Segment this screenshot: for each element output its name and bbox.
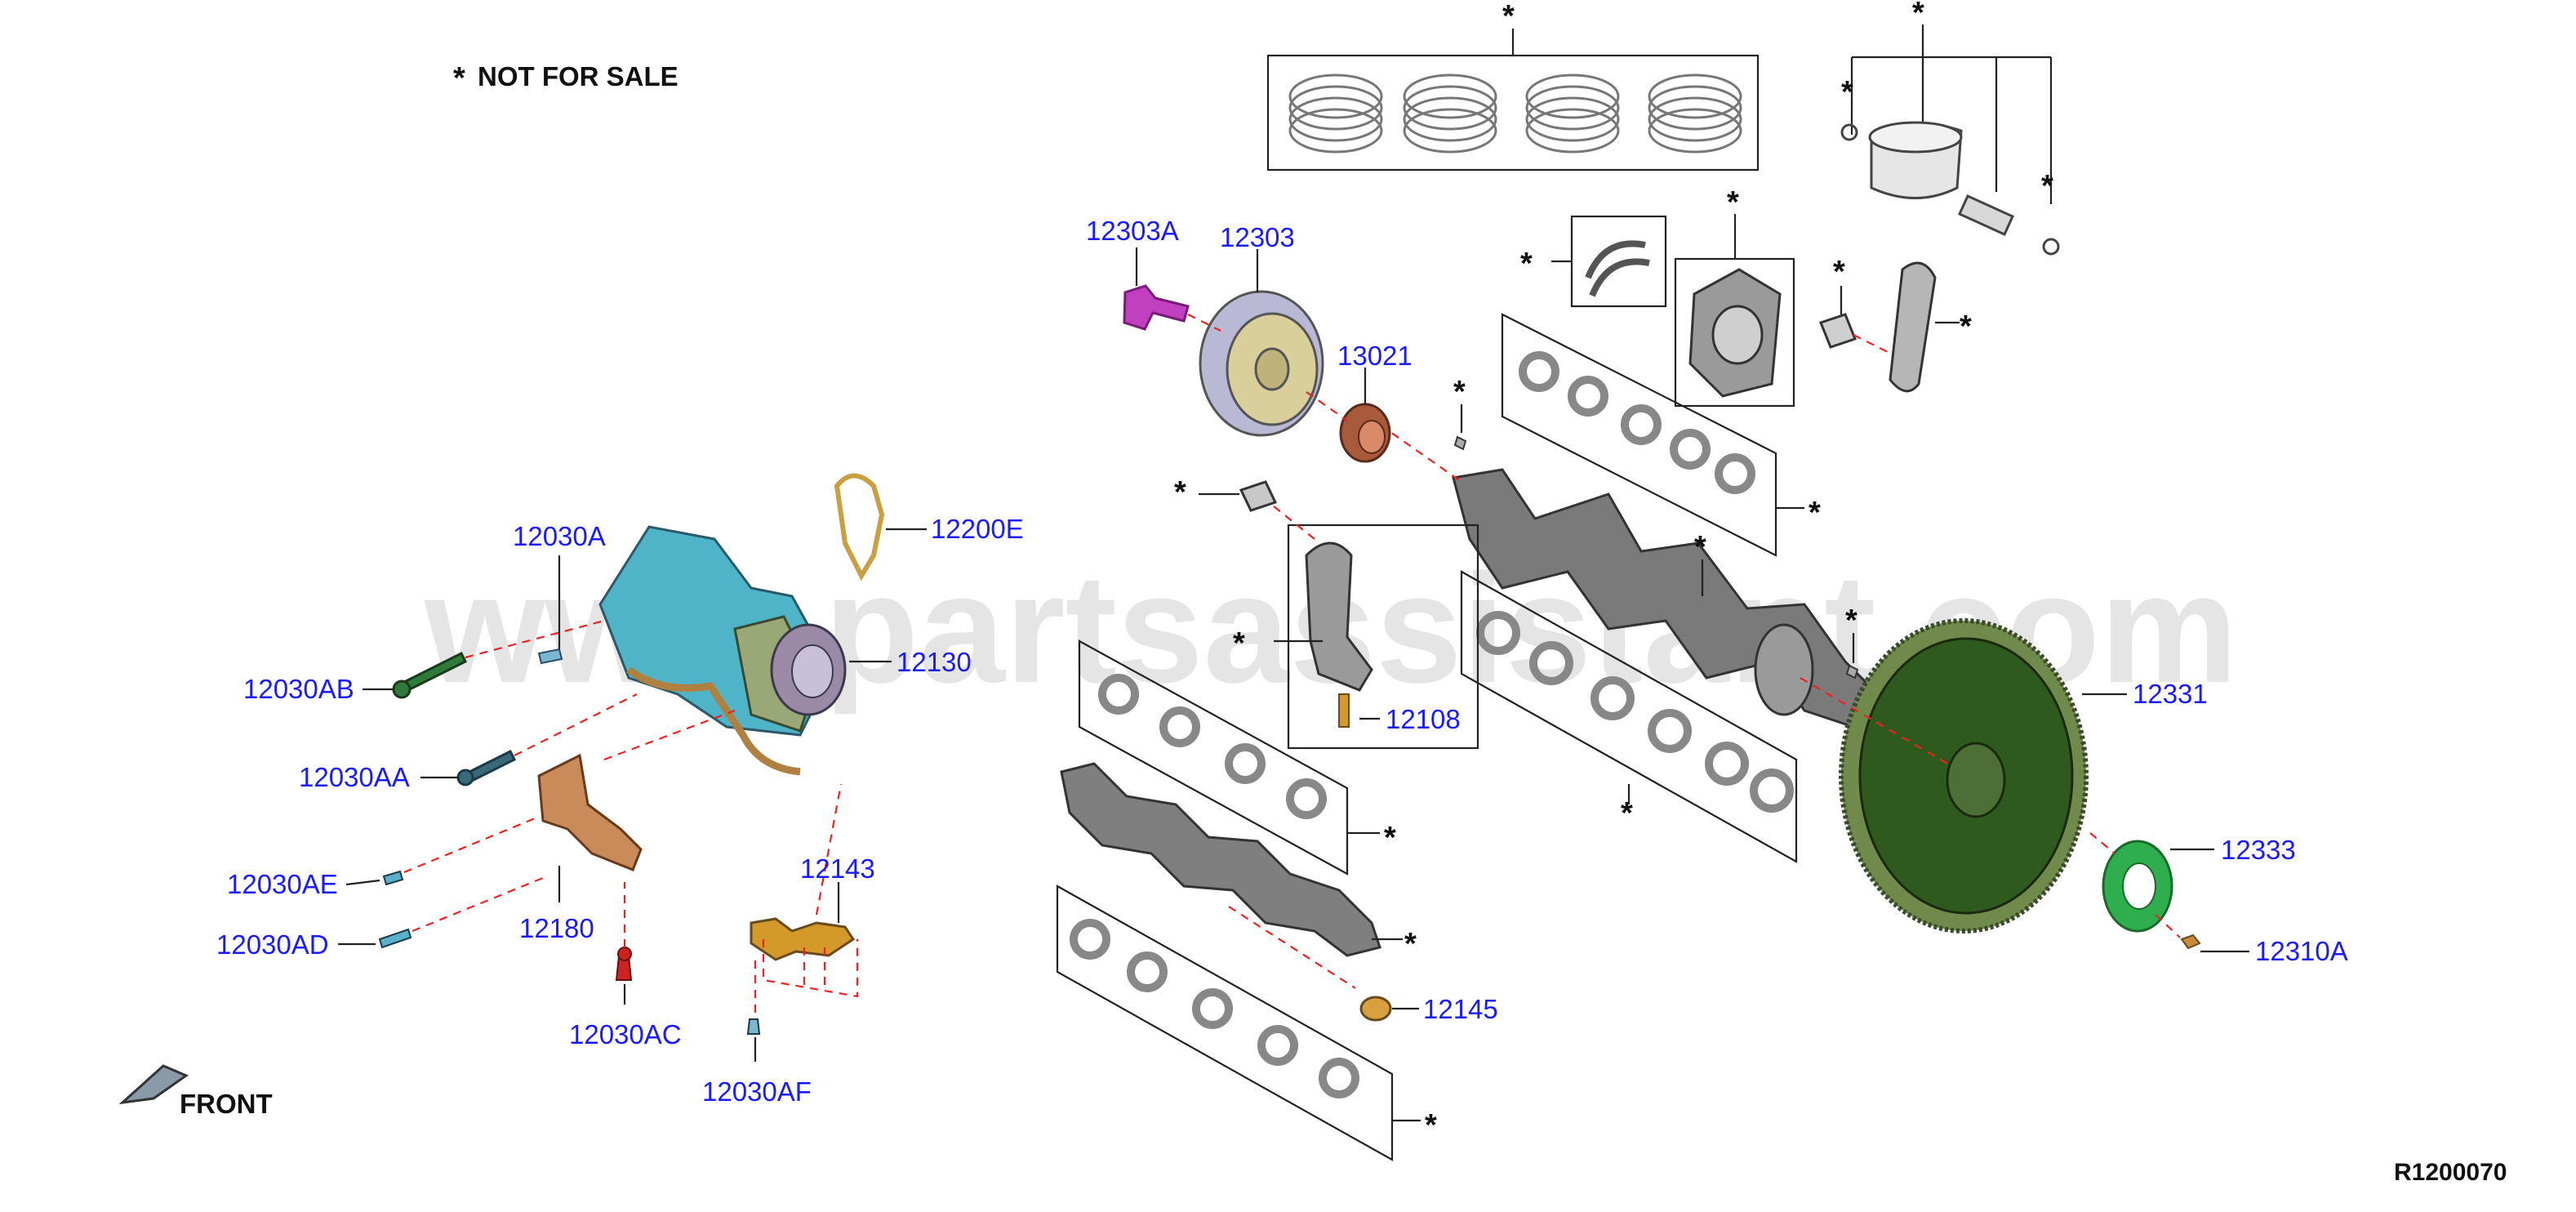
piston-ring-set[interactable] xyxy=(1266,29,1760,172)
oil-pump-assembly[interactable] xyxy=(598,525,892,776)
callout-12030AA[interactable]: 12030AA xyxy=(299,762,410,792)
callout-12143[interactable]: 12143 xyxy=(800,853,875,884)
callout-13021[interactable]: 13021 xyxy=(1337,341,1413,371)
not-for-sale-label: NOT FOR SALE xyxy=(478,61,678,91)
flywheel-dowel-asterisk: * xyxy=(1845,604,1857,638)
conrod-upper-asterisk: * xyxy=(1960,310,1972,344)
callout-12200E[interactable]: 12200E xyxy=(931,514,1024,544)
callout-12331[interactable]: 12331 xyxy=(2133,679,2208,709)
bracket-12180[interactable] xyxy=(537,709,736,902)
main-bearing-upper-asterisk: * xyxy=(1809,496,1821,530)
flywheel-dowel[interactable] xyxy=(1845,633,1859,680)
callout-12030AF[interactable]: 12030AF xyxy=(702,1076,812,1107)
conrod-cap-upper[interactable] xyxy=(1674,214,1795,408)
small-bushing[interactable] xyxy=(1199,480,1315,540)
camshaft-bearing-set-lower[interactable] xyxy=(1056,884,1421,1161)
camshaft-asterisk: * xyxy=(1404,927,1417,961)
piston-assembly[interactable] xyxy=(1840,25,2060,256)
bracket-12143[interactable] xyxy=(750,783,859,998)
bolt-12030AC[interactable] xyxy=(615,882,633,1005)
callout-12030AD[interactable]: 12030AD xyxy=(216,929,329,960)
crankshaft[interactable] xyxy=(1379,424,1880,729)
connecting-rod-lower[interactable] xyxy=(1274,524,1479,750)
connecting-rod-upper[interactable] xyxy=(1819,261,1960,393)
pulley-bolt[interactable] xyxy=(1123,247,1221,332)
oil-seal[interactable] xyxy=(1306,368,1391,463)
not-for-sale-asterisk: * xyxy=(453,61,465,96)
thrust-washer-set[interactable] xyxy=(1551,215,1667,308)
flywheel-reinforcement-plate[interactable] xyxy=(2089,832,2214,933)
bolt-12030AE[interactable] xyxy=(345,815,540,886)
crank-key[interactable] xyxy=(1453,404,1467,451)
small-bushing-asterisk: * xyxy=(1174,475,1186,510)
callout-12333[interactable]: 12333 xyxy=(2221,835,2296,865)
piston-clip-asterisk: * xyxy=(1841,75,1853,109)
callout-12145[interactable]: 12145 xyxy=(1423,994,1498,1024)
callout-12310A[interactable]: 12310A xyxy=(2255,936,2348,966)
callout-12303[interactable]: 12303 xyxy=(1220,222,1295,252)
cam-bearing-lower-asterisk: * xyxy=(1425,1108,1437,1143)
conrod-lower-asterisk: * xyxy=(1233,626,1245,661)
crankshaft-asterisk: * xyxy=(1694,530,1706,564)
callout-12030A[interactable]: 12030A xyxy=(513,521,606,551)
cam-bearing-upper-asterisk: * xyxy=(1384,821,1396,855)
conrod-cap-asterisk: * xyxy=(1727,185,1739,220)
bushing-asterisk: * xyxy=(1833,255,1845,289)
front-direction-arrow-icon xyxy=(118,1064,189,1105)
callout-12030AB[interactable]: 12030AB xyxy=(243,674,354,704)
piston-clip-asterisk-2: * xyxy=(2041,169,2053,203)
bolt-12030AB[interactable] xyxy=(363,619,605,699)
callout-12303A[interactable]: 12303A xyxy=(1086,216,1179,246)
callout-12130[interactable]: 12130 xyxy=(896,647,972,677)
piston-asterisk: * xyxy=(1912,0,1924,30)
front-label: FRONT xyxy=(180,1089,273,1119)
camshaft[interactable] xyxy=(1060,762,1403,989)
bolt-12030AA[interactable] xyxy=(420,693,638,786)
callout-12180[interactable]: 12180 xyxy=(519,913,594,943)
piston-ring-asterisk: * xyxy=(1502,0,1515,33)
crank-key-asterisk: * xyxy=(1453,375,1466,409)
oil-strainer-gasket[interactable] xyxy=(834,473,927,581)
callout-12108[interactable]: 12108 xyxy=(1386,704,1461,734)
main-bearing-set-lower[interactable] xyxy=(1460,570,1798,863)
cam-plug[interactable] xyxy=(1359,996,1419,1022)
bolt-12030A[interactable] xyxy=(537,555,563,665)
callout-12030AE[interactable]: 12030AE xyxy=(227,869,338,899)
crankshaft-pulley[interactable] xyxy=(1199,249,1324,437)
bolt-12030AD[interactable] xyxy=(338,876,544,949)
thrust-washer-asterisk: * xyxy=(1520,247,1533,281)
bolt-12030AF[interactable] xyxy=(746,956,761,1062)
callout-12030AC[interactable]: 12030AC xyxy=(569,1019,682,1049)
main-bearing-lower-asterisk: * xyxy=(1621,796,1633,831)
camshaft-bearing-set-upper[interactable] xyxy=(1078,639,1380,876)
main-bearing-set-upper[interactable] xyxy=(1501,313,1804,557)
reference-code: R1200070 xyxy=(2394,1159,2507,1186)
flywheel[interactable] xyxy=(1800,618,2127,934)
flywheel-bolt[interactable] xyxy=(2155,914,2249,953)
